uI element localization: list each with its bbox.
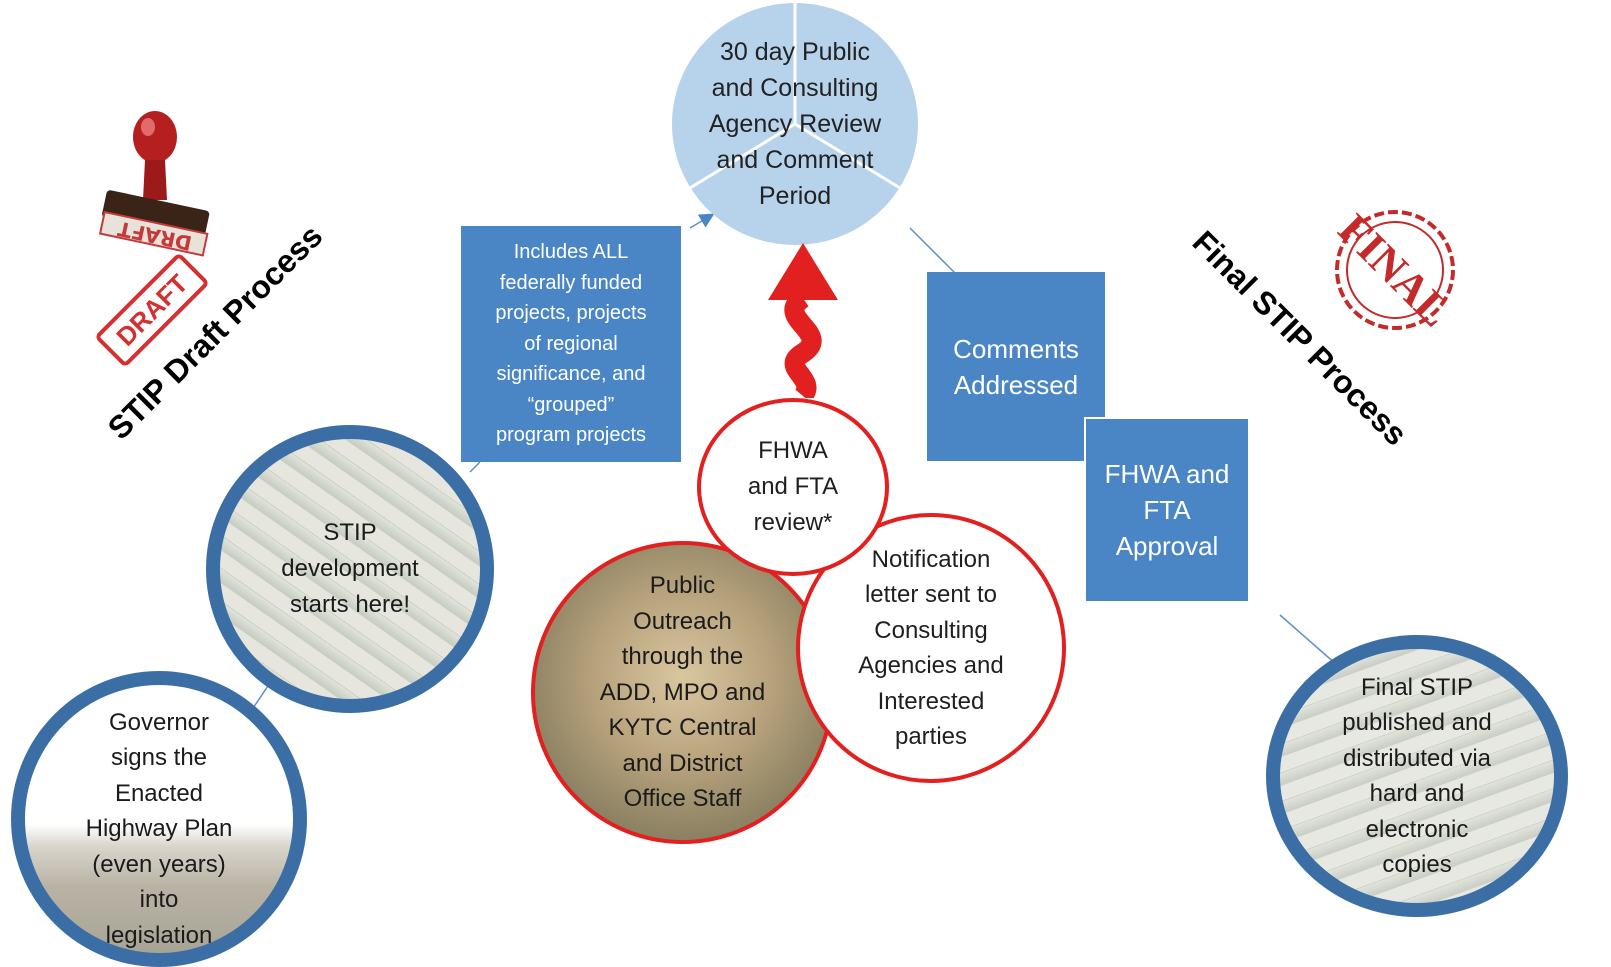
final-stip-text: Final STIP published and distributed via… bbox=[1342, 673, 1492, 879]
fhwa-review-circle: FHWA and FTA review* bbox=[697, 398, 889, 576]
comments-addressed-box: Comments Addressed bbox=[927, 272, 1105, 461]
public-review-circle: 30 day Public and Consulting Agency Revi… bbox=[672, 3, 918, 245]
public-review-text: 30 day Public and Consulting Agency Revi… bbox=[708, 38, 882, 210]
fhwa-fta-approval-box: FHWA and FTA Approval bbox=[1084, 417, 1248, 601]
rubber-stamp-icon: DRAFT bbox=[98, 111, 210, 257]
final-stamp-icon: FINAL bbox=[1329, 205, 1460, 336]
squiggle-arrow-icon bbox=[768, 243, 838, 398]
final-stamp-text: FINAL bbox=[1329, 205, 1460, 336]
connector-includes-to-review bbox=[689, 213, 715, 229]
connector-review-to-comments bbox=[909, 227, 961, 279]
public-outreach-circle: Public Outreach through the ADD, MPO and… bbox=[531, 541, 834, 844]
stip-start-circle: STIP development starts here! bbox=[206, 425, 494, 713]
connector-stip-to-includes bbox=[469, 461, 481, 473]
stip-start-text: STIP development starts here! bbox=[281, 519, 419, 618]
fhwa-review-text: FHWA and FTA review* bbox=[747, 437, 839, 536]
notification-text: Notification letter sent to Consulting A… bbox=[858, 545, 1004, 751]
governor-text: Governor signs the Enacted Highway Plan … bbox=[85, 708, 233, 949]
public-outreach-text: Public Outreach through the ADD, MPO and… bbox=[599, 572, 766, 813]
governor-circle: Governor signs the Enacted Highway Plan … bbox=[11, 671, 307, 967]
public-review-dividers bbox=[689, 3, 901, 190]
includes-projects-box: Includes ALL federally funded projects, … bbox=[461, 226, 681, 462]
final-stip-circle: Final STIP published and distributed via… bbox=[1266, 635, 1568, 917]
